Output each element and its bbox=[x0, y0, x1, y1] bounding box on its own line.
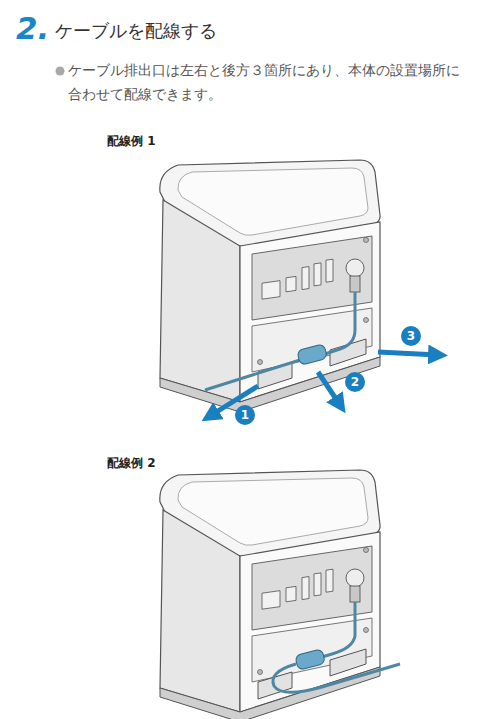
section-number: 2. bbox=[16, 13, 49, 44]
callout-number: 1 bbox=[235, 405, 255, 425]
example-caption: 配線例 1 bbox=[107, 134, 156, 148]
printer-example-1 bbox=[160, 160, 438, 416]
bullet-text: ケーブル排出口は左右と後方３箇所にあり、本体の設置場所に合わせて配線できます。 bbox=[68, 58, 473, 106]
bullet-dot bbox=[56, 67, 65, 76]
printer-example-2 bbox=[160, 470, 400, 719]
example-caption: 配線例 2 bbox=[107, 456, 156, 470]
section-title: ケーブルを配線する bbox=[55, 20, 217, 42]
callout-number: 2 bbox=[345, 372, 365, 392]
callout-number: 3 bbox=[401, 326, 421, 346]
